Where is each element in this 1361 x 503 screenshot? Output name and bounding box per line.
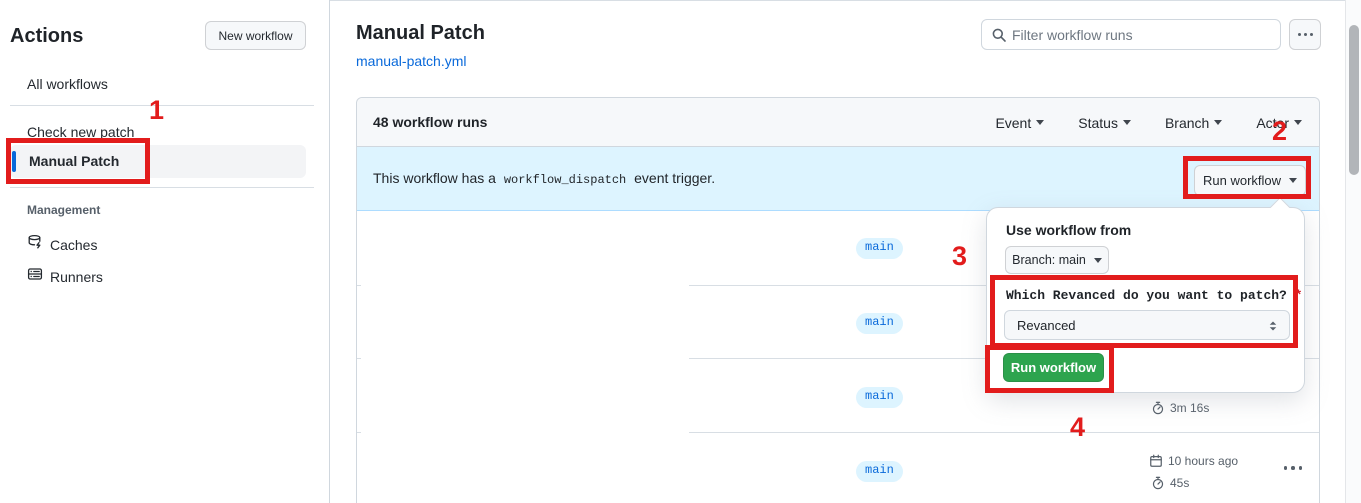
annotation-step-4: 4	[1070, 412, 1086, 442]
horizontal-ellipsis-icon	[1283, 466, 1303, 470]
runners-icon	[27, 266, 43, 287]
sidebar-divider	[10, 105, 314, 106]
page-title: Manual Patch	[356, 22, 485, 44]
new-workflow-button[interactable]: New workflow	[205, 21, 306, 50]
filter-actor[interactable]: Actor	[1256, 115, 1302, 131]
dialog-input-label: Which Revanced do you want to patch? *	[1006, 288, 1303, 303]
filter-event[interactable]: Event	[995, 115, 1045, 131]
dialog-title: Use workflow from	[1006, 222, 1132, 238]
run-filters: Event Status Branch Actor	[995, 98, 1302, 147]
filter-status[interactable]: Status	[1078, 115, 1131, 131]
caret-down-icon	[1289, 178, 1298, 183]
horizontal-ellipsis-icon	[1297, 33, 1313, 36]
annotation-step-1: 1	[149, 95, 165, 125]
run-duration: 45s	[1151, 476, 1189, 490]
caret-down-icon	[1093, 257, 1102, 263]
branch-badge[interactable]: main	[856, 461, 903, 482]
up-down-arrows-icon	[1269, 321, 1277, 331]
sidebar-item-runners[interactable]: Runners	[27, 266, 103, 287]
branch-badge[interactable]: main	[856, 238, 903, 259]
annotation-step-3: 3	[952, 241, 968, 271]
selected-accent-bar	[12, 151, 16, 172]
cache-icon	[27, 234, 43, 255]
sidebar-item-check-new-patch[interactable]: Check new patch	[27, 124, 135, 140]
sidebar-item-label: Caches	[50, 236, 98, 253]
caret-down-icon	[1294, 120, 1302, 125]
branch-selector-button[interactable]: Branch: main	[1005, 246, 1109, 274]
run-duration: 3m 16s	[1151, 401, 1209, 415]
banner-text: This workflow has a workflow_dispatch ev…	[373, 170, 716, 187]
run-workflow-dialog: Use workflow from Branch: main Which Rev…	[986, 197, 1305, 393]
scrollbar-thumb[interactable]	[1349, 25, 1359, 175]
select-value: Revanced	[1017, 318, 1076, 333]
page-scrollbar[interactable]	[1345, 0, 1361, 503]
workflow-file-link[interactable]: manual-patch.yml	[356, 53, 467, 69]
sidebar-title: Actions	[10, 25, 84, 47]
run-workflow-submit-button[interactable]: Run workflow	[1003, 353, 1104, 382]
search-icon	[992, 28, 1006, 42]
caret-down-icon	[1036, 120, 1045, 125]
caret-down-icon	[1122, 120, 1131, 125]
runs-table-header: 48 workflow runs Event Status Branch Act…	[357, 98, 1319, 147]
management-section-label: Management	[27, 203, 101, 217]
more-options-button[interactable]	[1289, 19, 1321, 50]
runs-count: 48 workflow runs	[373, 114, 488, 130]
row-options-kebab-button[interactable]	[1279, 458, 1307, 478]
sidebar-item-manual-patch[interactable]: Manual Patch	[10, 145, 306, 178]
filter-branch[interactable]: Branch	[1165, 115, 1223, 131]
sidebar-divider	[10, 187, 314, 188]
stopwatch-icon	[1152, 476, 1164, 490]
sidebar-item-caches[interactable]: Caches	[27, 234, 97, 255]
search-input[interactable]	[1012, 20, 1276, 49]
row-separator	[689, 432, 1319, 433]
stopwatch-icon	[1152, 401, 1164, 415]
annotation-step-2: 2	[1272, 116, 1288, 146]
branch-badge[interactable]: main	[856, 387, 903, 408]
sidebar-item-label: Runners	[50, 268, 103, 285]
revanced-select[interactable]: Revanced	[1004, 310, 1290, 340]
sidebar-item-label: Manual Patch	[29, 153, 120, 169]
caret-down-icon	[1214, 120, 1223, 125]
calendar-icon	[1150, 454, 1162, 467]
actions-sidebar: Actions New workflow All workflows Check…	[0, 0, 330, 503]
workflow-run-row[interactable]: main 10 hours ago 45s	[357, 432, 1319, 503]
top-border-line	[0, 0, 1361, 1]
filter-runs-searchbox[interactable]	[981, 19, 1281, 50]
required-asterisk: *	[1294, 288, 1303, 303]
event-trigger-code: workflow_dispatch	[503, 173, 627, 187]
branch-badge[interactable]: main	[856, 313, 903, 334]
run-workflow-dropdown-button[interactable]: Run workflow	[1194, 165, 1306, 196]
workflow-dispatch-banner: This workflow has a workflow_dispatch ev…	[357, 147, 1319, 211]
run-time: 10 hours ago	[1149, 454, 1238, 468]
sidebar-item-all-workflows[interactable]: All workflows	[27, 76, 108, 92]
